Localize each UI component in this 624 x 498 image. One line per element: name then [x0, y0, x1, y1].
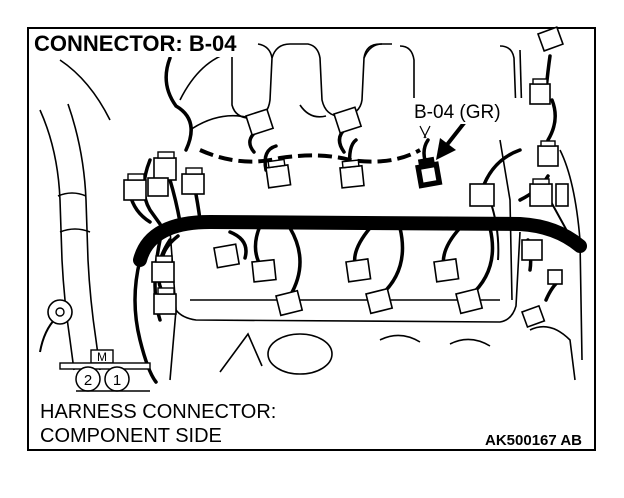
wiring-harness — [39, 54, 587, 384]
engine-outline — [39, 43, 583, 381]
connector-title: CONNECTOR: B-04 — [34, 31, 237, 56]
caption-line-2: COMPONENT SIDE — [40, 425, 222, 447]
connector-symbol: M 2 1 — [59, 349, 151, 392]
connector-callout-label: B-04 (GR) — [414, 102, 501, 123]
title-backdrop — [30, 29, 252, 57]
target-connector-b04 — [415, 156, 443, 189]
connectors — [47, 26, 569, 329]
caption-backdrop — [30, 398, 350, 448]
connector-symbol-marker: M — [97, 350, 107, 364]
figure-code: AK500167 AB — [485, 432, 582, 449]
connector-symbol-pin-1: 1 — [113, 372, 121, 389]
callout-backdrop — [412, 98, 526, 124]
caption-line-1: HARNESS CONNECTOR: — [40, 401, 276, 423]
ground-terminal — [47, 299, 73, 325]
connector-symbol-pin-2: 2 — [84, 372, 92, 389]
